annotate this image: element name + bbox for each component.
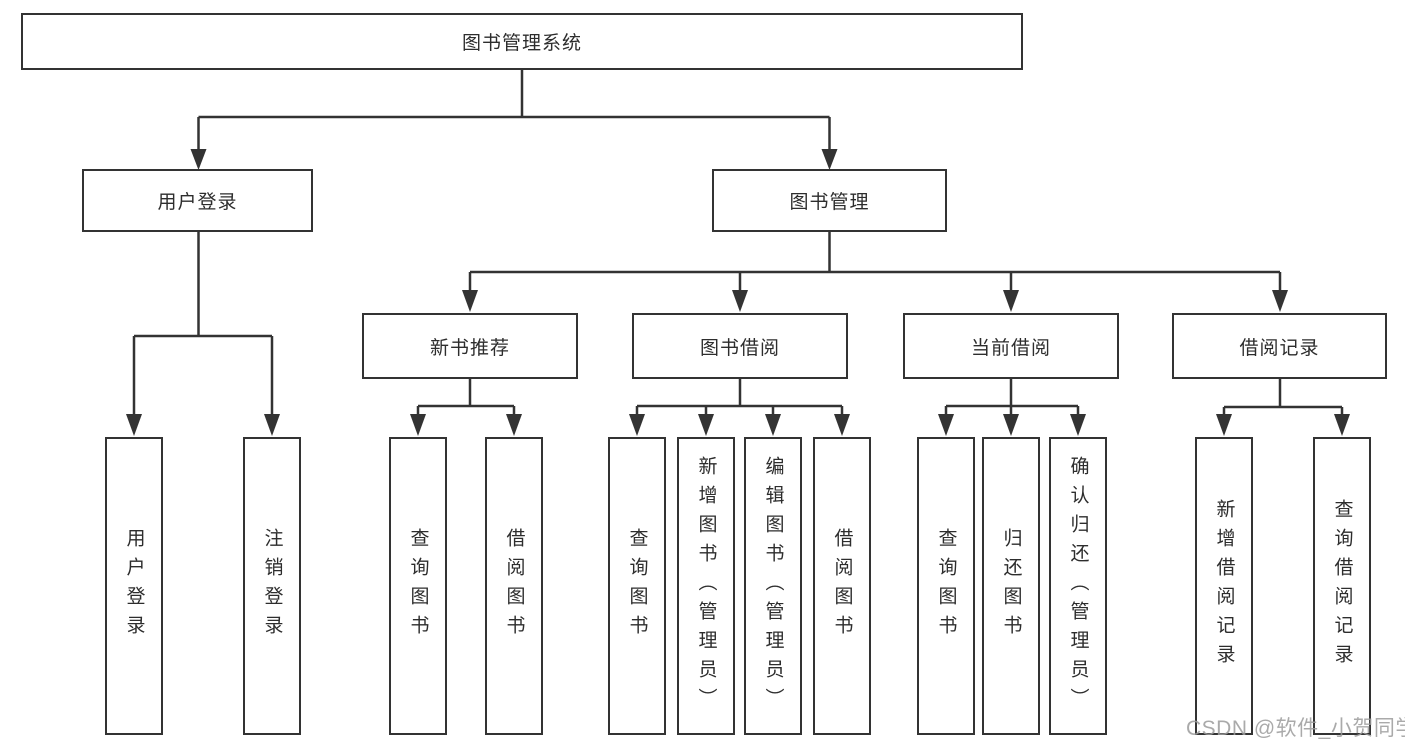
leaf-logout: 注销登录 (243, 437, 301, 735)
leaf-borrow-book-2-label: 借阅图书 (831, 528, 853, 644)
leaf-return-book-label: 归还图书 (1000, 528, 1022, 644)
node-borrow-record: 借阅记录 (1172, 313, 1387, 379)
leaf-return-book: 归还图书 (982, 437, 1040, 735)
leaf-user-login-label: 用户登录 (123, 528, 145, 644)
leaf-query-book-2-label: 查询图书 (626, 528, 648, 644)
leaf-query-book-1-label: 查询图书 (407, 528, 429, 644)
leaf-edit-book-admin-label: 编辑图书（管理员） (762, 455, 784, 717)
connector-root-to-level2 (190, 70, 838, 170)
node-user-login: 用户登录 (82, 169, 313, 232)
node-root-library-system: 图书管理系统 (21, 13, 1023, 70)
leaf-borrow-book-1-label: 借阅图书 (503, 528, 525, 644)
connector-borrow-record-children (1216, 379, 1350, 436)
leaf-edit-book-admin: 编辑图书（管理员） (744, 437, 802, 735)
leaf-add-book-admin-label: 新增图书（管理员） (695, 455, 717, 717)
leaf-add-borrow-record-label: 新增借阅记录 (1213, 499, 1235, 673)
leaf-borrow-book-2: 借阅图书 (813, 437, 871, 735)
leaf-logout-label: 注销登录 (261, 528, 283, 644)
leaf-add-book-admin: 新增图书（管理员） (677, 437, 735, 735)
leaf-query-book-3: 查询图书 (917, 437, 975, 735)
connector-current-borrow-children (938, 379, 1086, 436)
leaf-confirm-return-admin-label: 确认归还（管理员） (1067, 455, 1089, 717)
csdn-watermark: CSDN @软件_小贺同学 (1186, 717, 1405, 740)
connector-user-login-children (126, 232, 280, 436)
connector-new-book-children (410, 379, 522, 436)
node-book-management: 图书管理 (712, 169, 947, 232)
leaf-user-login: 用户登录 (105, 437, 163, 735)
leaf-query-book-3-label: 查询图书 (935, 528, 957, 644)
leaf-query-book-2: 查询图书 (608, 437, 666, 735)
leaf-confirm-return-admin: 确认归还（管理员） (1049, 437, 1107, 735)
node-book-borrow: 图书借阅 (632, 313, 848, 379)
leaf-query-book-1: 查询图书 (389, 437, 447, 735)
node-current-borrow: 当前借阅 (903, 313, 1119, 379)
connector-book-borrow-children (629, 379, 850, 436)
leaf-query-borrow-record-label: 查询借阅记录 (1331, 499, 1353, 673)
leaf-query-borrow-record: 查询借阅记录 (1313, 437, 1371, 735)
leaf-add-borrow-record: 新增借阅记录 (1195, 437, 1253, 735)
node-new-book-recommend: 新书推荐 (362, 313, 578, 379)
connector-book-management-to-level3 (462, 232, 1288, 312)
leaf-borrow-book-1: 借阅图书 (485, 437, 543, 735)
